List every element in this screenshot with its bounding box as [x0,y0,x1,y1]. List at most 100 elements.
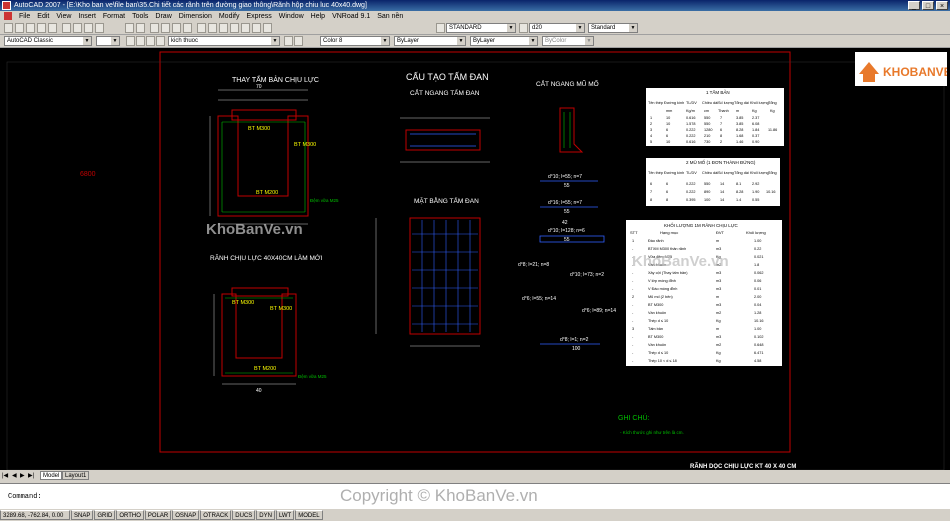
snap-toggle[interactable]: SNAP [71,510,94,520]
drawing-canvas[interactable]: 6800 THAY TẤM BẢN CHỊU LỰC 70 BT M300 BT… [0,48,950,470]
otrack-toggle[interactable]: OTRACK [200,510,232,520]
tab-scroll-prev-icon[interactable]: ◀ [12,473,17,479]
menu-help[interactable]: Help [310,13,326,20]
ortho-toggle[interactable]: ORTHO [116,510,144,520]
menu-view[interactable]: View [56,13,72,20]
save-icon[interactable] [26,23,35,33]
menu-format[interactable]: Format [102,13,126,20]
lwt-toggle[interactable]: LWT [275,510,295,520]
tab-model[interactable]: Model [40,471,63,480]
menu-window[interactable]: Window [278,13,304,20]
tab-layout1[interactable]: Layout1 [62,471,90,480]
text-style-icon[interactable] [436,23,445,33]
text-style-select[interactable]: STANDARD▼ [446,23,516,33]
help-icon[interactable] [263,23,272,33]
pan-icon[interactable] [150,23,159,33]
menu-dimension[interactable]: Dimension [178,13,212,20]
properties-icon[interactable] [197,23,206,33]
dim-style-icon[interactable] [519,23,528,33]
svg-text:TL/DV: TL/DV [686,171,697,175]
menu-insert[interactable]: Insert [78,13,96,20]
menu-edit[interactable]: Edit [37,13,50,20]
menu-express[interactable]: Express [246,13,272,20]
svg-text:m: m [736,109,739,113]
cut-icon[interactable] [62,23,71,33]
new-icon[interactable] [4,23,13,33]
svg-text:m3: m3 [716,279,721,283]
svg-text:0.90: 0.90 [752,140,759,144]
menu-vnroad[interactable]: VNRoad 9.1 [332,13,371,20]
khobanve-logo: KHOBANVE [855,52,950,86]
title-ranh-chiu-luc: RÃNH CHỊU LỰC 40X40CM LÀM MỚI [210,253,322,262]
osnap-toggle[interactable]: OSNAP [172,510,200,520]
ducs-toggle[interactable]: DUCS [232,510,256,520]
svg-text:Kg: Kg [716,359,721,363]
svg-text:0.062: 0.062 [754,271,764,275]
minimize-button[interactable]: _ [908,1,920,10]
paste-icon[interactable] [84,23,93,33]
tab-scroll-first-icon[interactable]: |◀ [2,473,9,479]
print-icon[interactable] [37,23,46,33]
standard-toolbar: STANDARD▼ d20▼ Standard▼ [0,22,950,35]
copy-icon[interactable] [73,23,82,33]
layer-lock-icon[interactable] [156,36,165,46]
menu-file[interactable]: File [19,13,31,20]
svg-text:1.4: 1.4 [736,198,741,202]
color-select[interactable]: Color 8▼ [320,36,390,46]
tab-scroll-last-icon[interactable]: ▶| [28,473,35,479]
menu-draw[interactable]: Draw [155,13,172,20]
match-properties-icon[interactable] [95,23,104,33]
close-button[interactable]: × [936,1,948,10]
calculator-icon[interactable] [252,23,261,33]
table-style-select[interactable]: Standard▼ [588,23,638,33]
markup-icon[interactable] [241,23,250,33]
ghi-chu-title: GHI CHÚ: [618,413,650,422]
redo-icon[interactable] [136,23,145,33]
layer-select[interactable]: kich thuoc▼ [168,36,280,46]
logo-text: KHOBANVE [883,65,947,79]
workspace-settings-select[interactable]: ▼ [96,36,120,46]
linetype-select[interactable]: ByLayer▼ [394,36,466,46]
dim-style-select[interactable]: d20▼ [529,23,585,33]
polar-toggle[interactable]: POLAR [144,510,172,520]
model-toggle[interactable]: MODEL [295,510,323,520]
svg-text:Xây cột (Thay tấm bản): Xây cột (Thay tấm bản) [648,271,688,275]
zoom-window-icon[interactable] [172,23,181,33]
sheet-set-icon[interactable] [230,23,239,33]
preview-icon[interactable] [48,23,57,33]
menu-modify[interactable]: Modify [218,13,240,20]
grid-toggle[interactable]: GRID [94,510,116,520]
svg-text:14: 14 [720,182,724,186]
svg-text:-: - [632,319,634,323]
lineweight-select[interactable]: ByLayer▼ [470,36,538,46]
workspace-select[interactable]: AutoCAD Classic▼ [4,36,92,46]
open-icon[interactable] [15,23,24,33]
command-window[interactable]: Command: [0,483,950,509]
zoom-previous-icon[interactable] [183,23,192,33]
title-cat-ngang-mu-mo: CẮT NGANG MŨ MỐ [536,78,599,88]
layer-freeze-icon[interactable] [146,36,155,46]
layer-on-icon[interactable] [136,36,145,46]
maximize-button[interactable]: □ [922,1,934,10]
layer-previous-icon[interactable] [294,36,303,46]
coordinates-readout[interactable]: 3289.68, -762.84, 0.00 [0,510,70,520]
menu-san-nen[interactable]: San nền [377,13,404,20]
undo-icon[interactable] [125,23,134,33]
make-object-layer-current-icon[interactable] [284,36,293,46]
svg-text:7: 7 [720,116,722,120]
drawing-icon[interactable] [4,12,12,20]
svg-text:0.395: 0.395 [686,198,696,202]
dyn-toggle[interactable]: DYN [256,510,275,520]
zoom-realtime-icon[interactable] [161,23,170,33]
svg-text:4: 4 [650,134,652,138]
drawing-bottom-title: RÃNH DỌC CHỊU LỰC KT 40 X 40 CM [690,463,796,470]
design-center-icon[interactable] [208,23,217,33]
svg-text:-: - [632,335,634,339]
autocad-app-icon[interactable] [2,1,11,10]
tab-scroll-next-icon[interactable]: ▶ [20,473,25,479]
menu-tools[interactable]: Tools [132,13,149,20]
watermark-2: KhoBanVe.vn [632,253,729,270]
tool-palettes-icon[interactable] [219,23,228,33]
layer-manager-icon[interactable] [126,36,135,46]
